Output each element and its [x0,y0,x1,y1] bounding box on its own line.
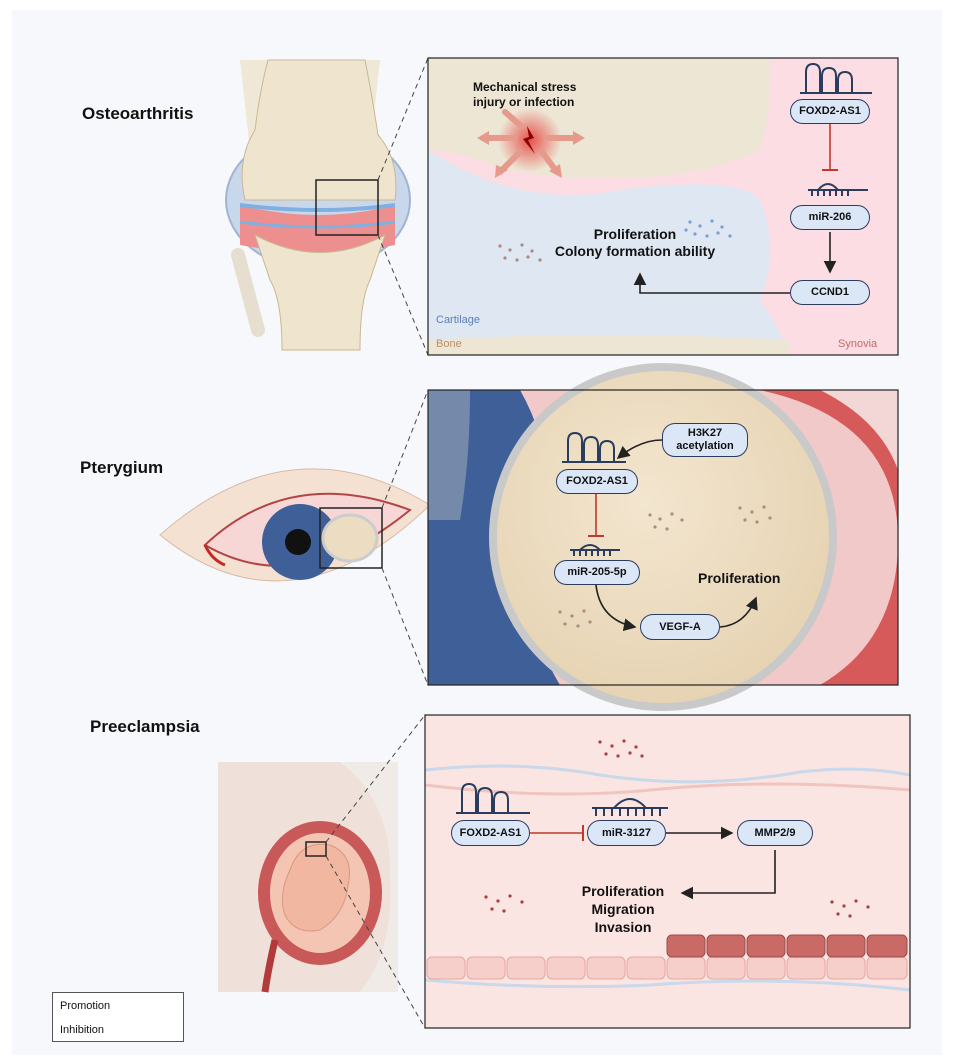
outcome-line2: Migration [568,900,678,918]
stress-label-line2: injury or infection [473,95,576,110]
title-preeclampsia: Preeclampsia [90,717,200,737]
legend-inhibition-label: Inhibition [60,1024,104,1036]
label-cartilage: Cartilage [436,314,480,326]
outcome-line2: Colony formation ability [540,243,730,260]
node-foxd2-as1: FOXD2-AS1 [556,469,638,494]
outcome-line1: Proliferation [568,882,678,900]
node-mir-205-5p: miR-205-5p [554,560,640,585]
node-vegf-a: VEGF-A [640,614,720,640]
legend-promotion-label: Promotion [60,1000,110,1012]
outcome-line1: Proliferation [540,226,730,243]
title-pterygium: Pterygium [80,458,163,478]
node-mir-206: miR-206 [790,205,870,230]
outcome-panel2: Proliferation [698,570,780,586]
node-foxd2-as1: FOXD2-AS1 [451,820,530,846]
label-bone: Bone [436,338,462,350]
label-synovia: Synovia [838,338,877,350]
outcome-panel3: Proliferation Migration Invasion [568,882,678,936]
node-h3k27-acetylation: H3K27 acetylation [662,423,748,457]
node-ccnd1: CCND1 [790,280,870,305]
stress-label: Mechanical stress injury or infection [473,80,576,110]
panel3-zoom-box [425,715,910,1028]
stress-label-line1: Mechanical stress [473,80,576,95]
pregnancy-illustration [218,762,398,992]
outcome-line3: Invasion [568,918,678,936]
cell-layer-bottom [427,957,907,979]
node-mir-3127: miR-3127 [587,820,666,846]
cell-layer-top [667,935,907,957]
outcome-panel1: Proliferation Colony formation ability [540,226,730,260]
h3k27-line2: acetylation [676,440,733,453]
title-osteoarthritis: Osteoarthritis [82,104,193,124]
panel2-zoom-box [428,367,898,707]
node-foxd2-as1: FOXD2-AS1 [790,99,870,124]
node-mmp2-9: MMP2/9 [737,820,813,846]
h3k27-line1: H3K27 [688,427,722,440]
